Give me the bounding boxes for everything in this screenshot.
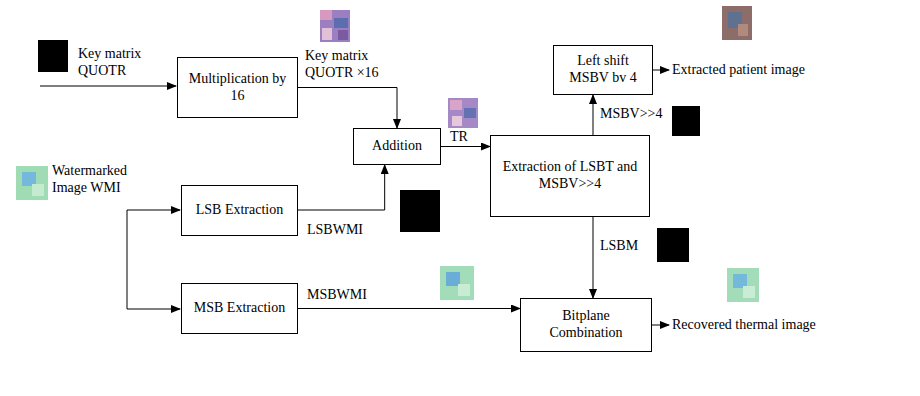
- output-label: Recovered thermal image: [672, 317, 872, 334]
- output-label: Extracted patient image: [672, 62, 832, 79]
- process-box: Multiplication by 16: [177, 57, 298, 118]
- edge-label: LSBWMI: [305, 222, 365, 239]
- flow-arrow: [593, 95, 594, 135]
- input-label: Watermarked Image WMI: [52, 163, 140, 197]
- output-arrow: [653, 70, 669, 71]
- key-matrix-thumbnail: [320, 10, 350, 42]
- edge-label: LSBM: [598, 238, 640, 255]
- msb-wmi-thumbnail: [440, 266, 474, 300]
- wire-arrow: [127, 210, 180, 309]
- key-matrix-icon: [38, 40, 68, 72]
- edge-label: MSBWMI: [305, 287, 369, 304]
- tr-thumbnail: [448, 98, 478, 128]
- patient-image-thumbnail: [722, 6, 752, 40]
- process-box: Extraction of LSBT and MSBV>>4: [490, 135, 650, 217]
- flow-arrow: [441, 146, 490, 147]
- msb-icon: [672, 106, 700, 136]
- lsb-wmi-icon: [400, 190, 440, 232]
- wire-arrow: [127, 210, 180, 211]
- recovered-image-thumbnail: [727, 268, 759, 302]
- box-text: Addition: [372, 138, 422, 155]
- process-box: Addition: [353, 128, 441, 165]
- edge-label: MSBV>>4: [598, 106, 664, 123]
- box-text: Bitplane Combination: [531, 308, 641, 342]
- flow-arrow: [298, 88, 397, 129]
- input-arrow: [40, 86, 176, 87]
- output-arrow: [652, 325, 669, 326]
- process-box: LSB Extraction: [181, 185, 298, 236]
- flow-arrow: [298, 165, 385, 210]
- process-box: Bitplane Combination: [520, 298, 652, 352]
- process-box: MSB Extraction: [181, 283, 298, 334]
- flow-arrow: [593, 217, 594, 298]
- lsb-icon: [657, 228, 689, 262]
- box-text: Left shift MSBV bv 4: [564, 53, 642, 87]
- box-text: Multiplication by 16: [188, 71, 287, 105]
- flow-arrow: [298, 308, 520, 309]
- process-box: Left shift MSBV bv 4: [553, 45, 653, 95]
- box-text: Extraction of LSBT and MSBV>>4: [501, 159, 639, 193]
- edge-label: Key matrix QUOTR ×16: [303, 48, 401, 82]
- input-label: Key matrix QUOTR: [78, 46, 173, 80]
- edge-label: TR: [448, 129, 470, 146]
- box-text: MSB Extraction: [194, 300, 285, 317]
- watermarked-image-thumbnail: [16, 166, 48, 200]
- box-text: LSB Extraction: [196, 202, 284, 219]
